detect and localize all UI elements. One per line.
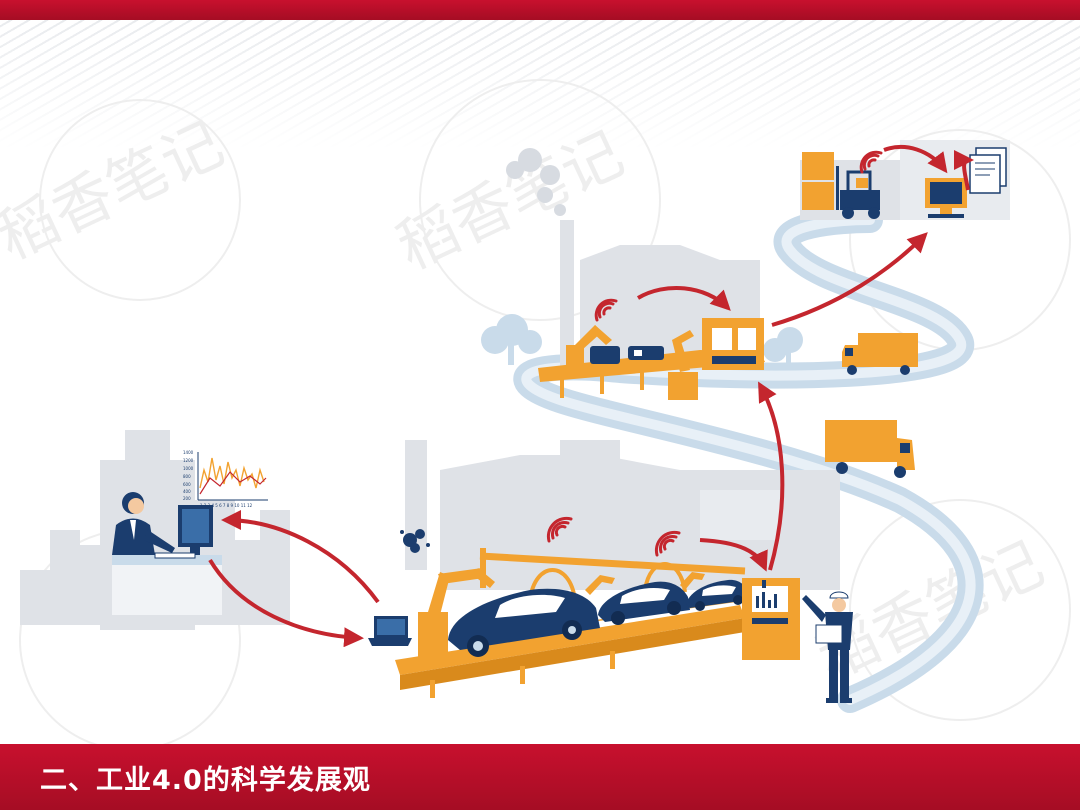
watermark-text-1: 稻香笔记 <box>0 109 234 274</box>
top-robot-arm-1 <box>566 325 612 365</box>
top-control-cabinet <box>702 318 764 370</box>
delivery-truck-lower <box>825 420 915 478</box>
chart-ytick: 1000 <box>183 466 194 471</box>
engineer-worker <box>802 591 853 703</box>
slide-title: 二、工业4.0的科学发展观 <box>40 765 371 796</box>
chart-ytick: 1400 <box>183 450 194 455</box>
wifi-icon <box>654 530 681 557</box>
chart-ytick: 400 <box>183 489 191 494</box>
chart-ytick: 800 <box>183 474 191 479</box>
mini-line-chart: 1400 1200 1000 800 600 400 200 1 2 3 4 5… <box>183 450 268 508</box>
factory-smoke <box>506 148 566 216</box>
arrow-computer-to-document <box>953 150 974 191</box>
trees-left <box>481 314 542 365</box>
office-desk <box>112 555 222 615</box>
main-factory-building <box>405 440 840 590</box>
logistics-computer <box>925 178 967 218</box>
line-laptop <box>368 616 412 646</box>
arrow-line-to-top-factory <box>758 381 785 571</box>
top-accent-bar <box>0 0 1080 20</box>
forklift <box>836 166 880 219</box>
overhead-gantry <box>479 548 746 601</box>
wifi-icon <box>594 298 618 322</box>
arrow-gantry-to-cabinet <box>699 538 768 572</box>
delivery-truck-upper <box>842 333 918 375</box>
arrow-wifi-to-computer <box>883 144 948 174</box>
car-body-2 <box>598 581 690 625</box>
chart-ytick: 600 <box>183 482 191 487</box>
trees-right <box>763 327 803 368</box>
office-computer <box>154 505 213 559</box>
smoke-puff <box>400 529 430 553</box>
watermark-circle-1 <box>39 99 241 301</box>
watermark-circle-4 <box>849 499 1071 721</box>
arrow-line-to-office <box>221 510 380 604</box>
top-engine-parts <box>590 346 664 364</box>
wifi-icon <box>859 150 883 174</box>
main-control-cabinet <box>742 578 800 660</box>
arrow-office-to-line <box>208 558 364 648</box>
wifi-icon <box>546 516 573 543</box>
flow-arrows <box>208 144 974 648</box>
businessman <box>112 492 175 555</box>
main-robot-arm <box>418 568 495 657</box>
arrow-factory-to-logistics <box>771 232 928 327</box>
car-body-1 <box>448 588 600 657</box>
robot-arm-small-2 <box>680 572 705 590</box>
bottom-title-bar: 二、工业4.0的科学发展观 <box>0 744 1080 810</box>
chart-ytick: 1200 <box>183 458 194 463</box>
chart-xticks: 1 2 3 4 5 6 7 8 9 10 11 12 <box>200 503 253 508</box>
car-body-3 <box>686 579 748 611</box>
diagonal-stripe-background <box>0 20 1080 150</box>
arrow-top-wifi-to-cabinet <box>636 286 731 311</box>
chart-ytick: 200 <box>183 496 191 501</box>
robot-arm-small-1 <box>585 575 615 595</box>
top-robot-arm-2 <box>668 330 698 400</box>
stacked-boxes <box>802 152 834 210</box>
watermark-circle-2 <box>419 79 661 321</box>
document-icon <box>969 147 1007 194</box>
